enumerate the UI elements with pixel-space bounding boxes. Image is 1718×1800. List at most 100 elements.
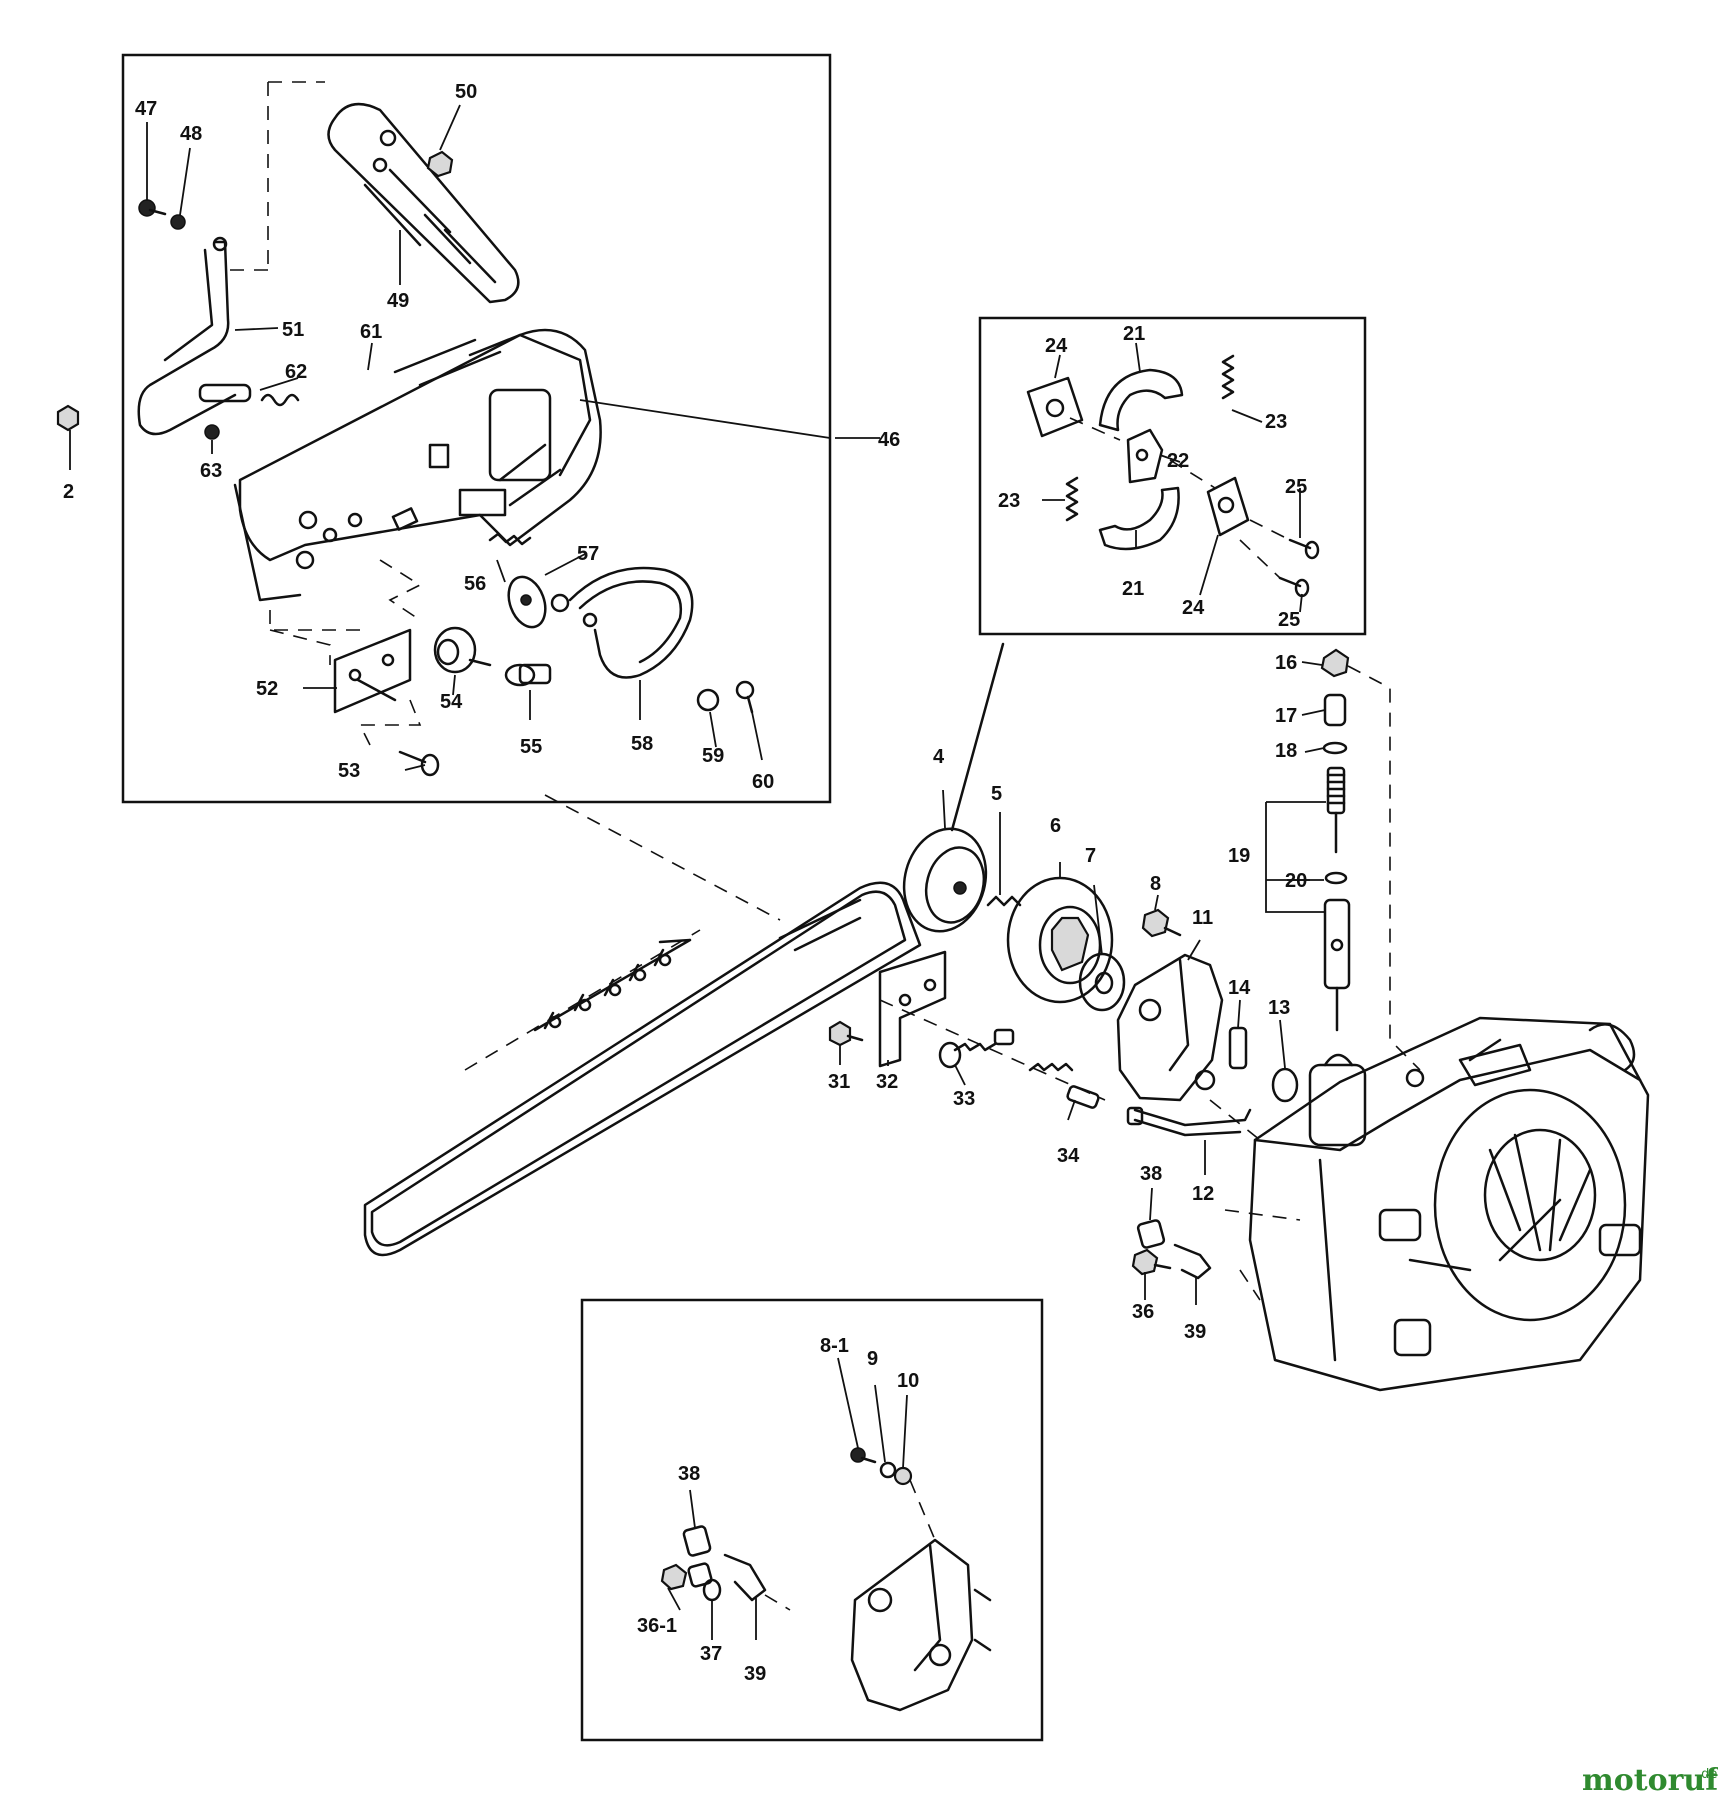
pin-55 (504, 663, 552, 687)
spring-guideline (379, 559, 422, 621)
part-label: 16 (1275, 652, 1297, 674)
part-label: 24 (1045, 335, 1068, 357)
oil-pump-cover-11 (1116, 953, 1224, 1102)
part-label: 33 (953, 1088, 975, 1110)
pump-body-19 (1323, 898, 1351, 1032)
part-label: 63 (200, 460, 222, 482)
part-label: 39 (1184, 1321, 1206, 1343)
clutch-guideline (1069, 417, 1291, 579)
washer-37 (702, 1578, 722, 1602)
part-label: 21 (1123, 323, 1145, 345)
part-label: 23 (1265, 411, 1287, 433)
watermark-text: motoruf (1582, 1763, 1718, 1798)
part-label: 25 (1278, 609, 1300, 631)
part-label: 39 (744, 1663, 766, 1685)
spring-54 (433, 626, 492, 674)
part-label: 36-1 (637, 1615, 677, 1637)
part-labels: 47 48 50 49 51 61 62 63 2 46 57 56 52 54… (63, 81, 1307, 1685)
part-label: 21 (1122, 578, 1144, 600)
clutch-drum-4 (902, 827, 988, 933)
screw-31 (828, 1020, 864, 1047)
part-label: 53 (338, 760, 360, 782)
screw-60 (735, 680, 755, 714)
part-label: 49 (387, 290, 409, 312)
screw-8-1 (850, 1447, 877, 1464)
clutch-plate-24-top (1026, 376, 1084, 438)
oil-pump-cover-variant (850, 1538, 992, 1712)
washer-9 (879, 1461, 897, 1479)
seal-10 (893, 1466, 913, 1486)
part-label: 61 (360, 321, 382, 343)
variant-guideline (764, 1594, 791, 1611)
clutch-spring-23-right (1221, 354, 1235, 400)
clutch-shoe-21-bottom (1098, 486, 1180, 551)
pin-variant (687, 1562, 713, 1588)
crankcase (1248, 1016, 1650, 1392)
clutch-plate-24-bottom (1206, 476, 1250, 537)
clutch-spring-23-left (1065, 476, 1079, 522)
part-label: 19 (1228, 845, 1250, 867)
part-label: 8 (1150, 873, 1161, 895)
clutch-assembly-box (978, 316, 1367, 636)
o-ring-18 (1322, 741, 1348, 755)
part-label: 38 (678, 1463, 700, 1485)
part-label: 54 (440, 691, 463, 713)
brake-cam-57 (507, 575, 547, 629)
pivot-pin-63 (198, 383, 252, 440)
nut-2 (56, 404, 80, 432)
washer-7 (1078, 952, 1126, 1012)
part-label: 9 (867, 1348, 878, 1370)
part-label: 6 (1050, 815, 1061, 837)
part-label: 38 (1140, 1163, 1162, 1185)
part-label: 56 (464, 573, 486, 595)
clutch-cover-61 (233, 328, 602, 602)
inset-guideline (909, 1479, 936, 1541)
bracket-19-20 (1265, 801, 1326, 913)
part-label: 18 (1275, 740, 1297, 762)
bar-plate-32 (878, 950, 947, 1068)
part-label: 11 (1192, 907, 1213, 929)
part-label: 55 (520, 736, 542, 758)
part-label: 34 (1057, 1145, 1080, 1167)
part-label: 13 (1268, 997, 1290, 1019)
part-label: 23 (998, 490, 1020, 512)
brake-spring-56 (488, 532, 532, 546)
screw-25-bottom (1278, 576, 1310, 598)
bearing-5 (986, 895, 1022, 907)
washer-59 (696, 688, 720, 712)
clip-39 (1173, 1243, 1212, 1280)
part-label: 47 (135, 98, 157, 120)
part-label: 52 (256, 678, 278, 700)
bolt-53 (398, 750, 440, 777)
o-ring-20 (1324, 871, 1348, 885)
clutch-link-line (950, 642, 1005, 832)
bar-guideline-left (464, 794, 781, 1071)
handguard-guideline (225, 81, 325, 271)
tensioner-33 (938, 1028, 1015, 1069)
screw-25-top (1288, 538, 1320, 560)
pump-guideline (1347, 665, 1421, 1071)
part-label: 14 (1228, 977, 1251, 999)
guide-bar (363, 881, 922, 1257)
cover-guideline (269, 610, 422, 746)
filter-14 (1228, 1026, 1248, 1070)
nut-50 (426, 150, 454, 178)
part-label: 37 (700, 1643, 722, 1665)
leader-lines (69, 104, 1326, 1640)
part-label: 32 (876, 1071, 898, 1093)
bushing-38-variant (682, 1525, 712, 1557)
oil-line-12 (1126, 1106, 1252, 1137)
screw-47 (138, 199, 167, 217)
part-label: 31 (828, 1071, 850, 1093)
part-label: 22 (1167, 450, 1189, 472)
part-label: 20 (1285, 870, 1307, 892)
watermark-suffix: .de (1697, 1767, 1717, 1782)
part-label: 50 (455, 81, 477, 103)
motoruf-watermark: motoruf .de (1582, 1763, 1718, 1798)
part-label: 46 (878, 429, 900, 451)
part-label: 59 (702, 745, 724, 767)
part-label: 7 (1085, 845, 1096, 867)
saw-chain (533, 938, 692, 1032)
screw-36-1 (660, 1563, 688, 1591)
oil-pump-variant-box (580, 1298, 1044, 1742)
